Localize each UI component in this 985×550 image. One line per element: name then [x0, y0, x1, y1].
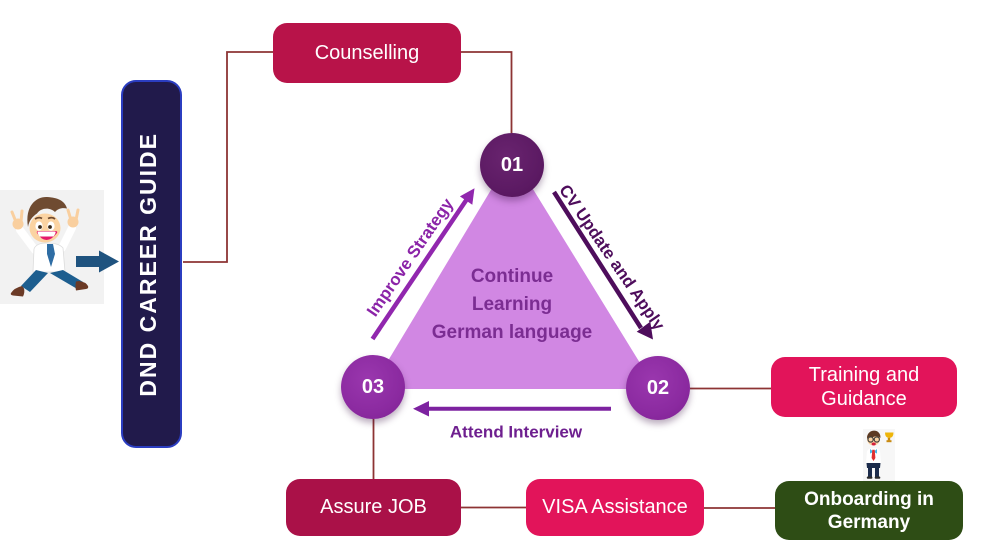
- svg-text:Attend Interview: Attend Interview: [450, 422, 583, 441]
